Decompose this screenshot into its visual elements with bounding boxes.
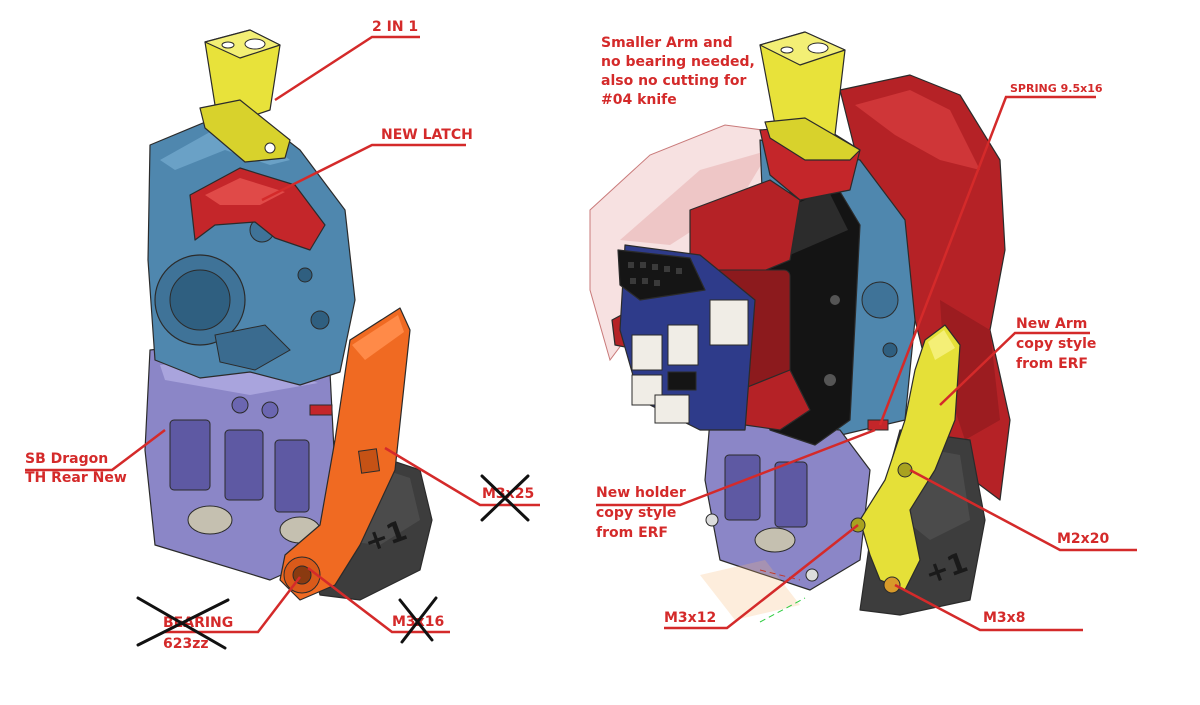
label-new-arm-line2: copy style [1016,336,1096,352]
left-yellow-2in1 [199,29,291,163]
leader-new-arm [939,331,1090,406]
leader-lines [25,35,1137,634]
x-mark-icon [480,474,530,522]
leader-m2x20 [909,468,1137,552]
label-sb-dragon-line2: TH Rear New [25,470,127,486]
leader-m3x25 [384,446,540,507]
right-purple-base [704,419,871,591]
label-new-holder-line3: from ERF [596,525,668,541]
left-orange-arm [279,307,411,601]
label-smaller-arm-line2: no bearing needed, [601,54,755,70]
label-smaller-arm-line3: also no cutting for [601,73,747,89]
label-m3x12: M3x12 [664,610,716,626]
leader-sb-dragon [25,429,166,472]
right-pcb [617,244,756,431]
label-new-latch: NEW LATCH [381,127,473,143]
label-new-arm-line1: New Arm [1016,316,1087,332]
label-new-arm-line3: from ERF [1016,356,1088,372]
leader-new-holder [596,428,876,507]
left-purple-base [144,339,336,581]
x-mark-icon [398,596,438,644]
label-smaller-arm-line4: #04 knife [601,92,677,108]
label-sb-dragon-line1: SB Dragon [25,451,108,467]
leader-m3x16 [307,567,450,634]
leader-m3x12 [664,524,859,630]
leader-new-latch [261,143,466,202]
labels: 2 IN 1 NEW LATCH SB Dragon TH Rear New M… [25,19,1109,652]
label-bearing-part: 623zz [163,636,209,652]
leader-two-in-one [274,35,420,102]
label-m2x20: M2x20 [1057,531,1109,547]
left-blue-body [147,114,356,386]
left-assembly: +1 [144,29,433,601]
right-filament-plane [700,560,800,620]
right-assembly: +1 [589,31,1011,623]
label-smaller-arm-line1: Smaller Arm and [601,35,733,51]
leader-m3x8 [894,583,1083,632]
label-new-holder-line2: copy style [596,505,676,521]
label-m3x8: M3x8 [983,610,1025,626]
label-new-holder-line1: New holder [596,485,686,501]
label-two-in-one: 2 IN 1 [372,19,418,35]
x-mark-icon [136,596,230,650]
leader-spring [878,95,1096,426]
label-spring: SPRING 9.5x16 [1010,82,1103,95]
label-bearing: BEARING [163,615,233,631]
right-yellow-2in1 [759,31,861,161]
